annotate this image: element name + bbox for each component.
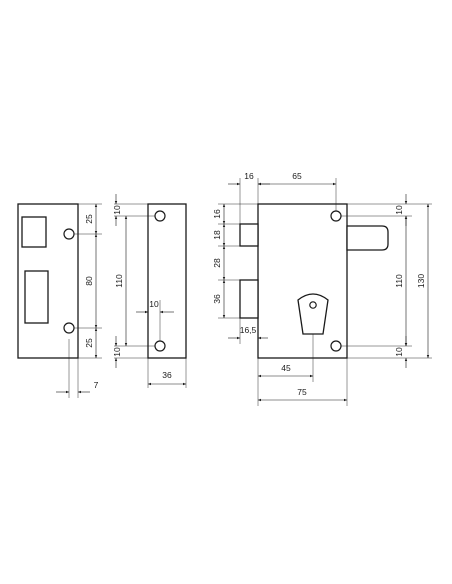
- key-offset-label: 45: [281, 363, 291, 373]
- latch-bolt: [239, 279, 259, 319]
- case-width-label: 75: [297, 387, 307, 397]
- keyhole-plate: [297, 293, 329, 335]
- strike-bottom-offset-label: 25: [84, 338, 94, 348]
- bolt-offset-label: 16: [244, 171, 254, 181]
- keeper-top-screw-hole: [154, 210, 166, 222]
- bolt-height-label: 18: [212, 230, 222, 240]
- lock-case-outline: [257, 203, 348, 359]
- strike-depth-label: 7: [94, 380, 99, 390]
- top-to-bolt-label: 16: [212, 209, 222, 219]
- strike-plate-bottom-screw-hole: [63, 322, 75, 334]
- strike-plate-top-screw-hole: [63, 228, 75, 240]
- strike-plate-upper-slot: [21, 216, 47, 248]
- right-bolt: [346, 225, 389, 251]
- latch-projection-label: 16,5: [240, 325, 257, 335]
- bolt-gap-label: 28: [212, 258, 222, 268]
- keeper-top-offset-label: 10: [112, 205, 122, 215]
- keeper-width-label: 36: [162, 370, 172, 380]
- lock-top-screw-hole: [330, 210, 342, 222]
- lock-hole-bottom-offset-label: 10: [394, 347, 404, 357]
- keeper-height-label: 110: [114, 274, 124, 288]
- latch-height-label: 36: [212, 294, 222, 304]
- keeper-hole-inset-label: 10: [149, 299, 159, 309]
- strike-plate-lower-slot: [24, 270, 49, 324]
- case-height-label: 130: [416, 274, 426, 288]
- keeper-bottom-offset-label: 10: [112, 347, 122, 357]
- strike-top-offset-label: 25: [84, 214, 94, 224]
- lock-bottom-screw-hole: [330, 340, 342, 352]
- keyhole: [309, 301, 317, 309]
- keeper: 10 10 110 10 36: [112, 194, 187, 388]
- lock-body: 16 65 16 18 28 36 16,5 45 75: [212, 171, 432, 406]
- strike-plate: 25 80 25 7: [17, 203, 102, 398]
- strike-hole-spacing-label: 80: [84, 276, 94, 286]
- lock-hole-spacing-label: 110: [394, 274, 404, 288]
- keeper-bottom-screw-hole: [154, 340, 166, 352]
- hole-to-edge-label: 65: [292, 171, 302, 181]
- deadbolt: [239, 223, 259, 247]
- lock-hole-top-offset-label: 10: [394, 205, 404, 215]
- keeper-outline: [147, 203, 187, 359]
